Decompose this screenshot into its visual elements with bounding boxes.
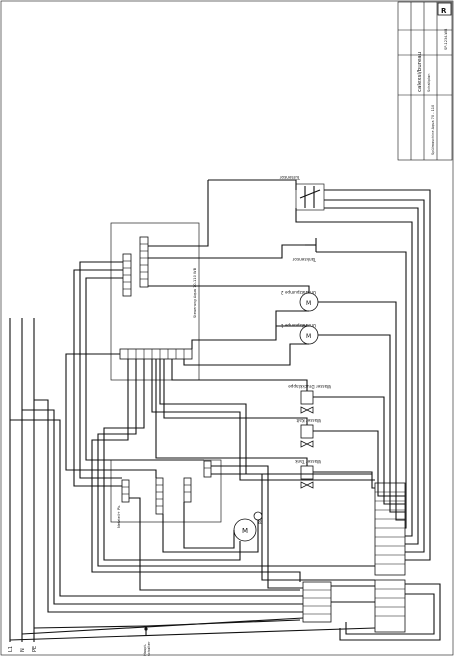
main-switch-label: Haupt- bbox=[143, 643, 147, 656]
title-subtitle: Schaltplan bbox=[427, 74, 431, 92]
terminal-strip-bottom bbox=[302, 581, 332, 623]
control-module-frame bbox=[110, 222, 200, 381]
valve-pressure: Wasser Druckklappe bbox=[288, 384, 331, 414]
logo-mark bbox=[437, 2, 452, 16]
terminal-block-x2 bbox=[122, 253, 132, 297]
door-sensor-label: Türsensor bbox=[279, 175, 301, 180]
label-n: N bbox=[20, 648, 26, 652]
valve-pressure-label: Wasser Druckklappe bbox=[288, 384, 331, 389]
tank-sensor: Tanksensor bbox=[292, 238, 317, 262]
circulation-pump-2: M Umwälzpumpe 2 bbox=[281, 290, 319, 312]
main-switch: Haupt- schalter bbox=[143, 626, 151, 656]
title-number: SP-1234-WB bbox=[444, 28, 448, 50]
pump2-label: Umwälzpumpe 2 bbox=[281, 290, 316, 295]
control-module-label: Steuerung Aqua 70-110 WB bbox=[193, 267, 197, 318]
heater-pump-motor: M PE bbox=[233, 511, 263, 542]
label-pe: PE bbox=[32, 646, 38, 652]
valve-cold: Wasser Kalt bbox=[296, 418, 321, 448]
door-sensor: Türsensor bbox=[279, 175, 325, 211]
svg-text:M: M bbox=[306, 300, 311, 307]
svg-text:schalter: schalter bbox=[147, 641, 151, 656]
svg-text:M: M bbox=[306, 333, 311, 340]
svg-text:M: M bbox=[242, 527, 248, 535]
label-l1: L1 bbox=[8, 646, 14, 652]
title-drawing: Spülmaschine Aqua 70 - 110 bbox=[431, 105, 435, 155]
title-block: calexsi/bureau Schaltplan Spülmaschine A… bbox=[397, 1, 453, 161]
terminal-block-x1 bbox=[139, 236, 149, 288]
supply-rails bbox=[9, 318, 35, 642]
terminal-block-x3 bbox=[119, 348, 193, 360]
valve-cold-label: Wasser Kalt bbox=[296, 418, 321, 423]
tank-sensor-label: Tanksensor bbox=[292, 257, 317, 262]
title-rev: R bbox=[441, 7, 447, 15]
wiring bbox=[9, 179, 441, 641]
valve-tank-label: Wasser Tank bbox=[294, 459, 321, 464]
svg-text:PE: PE bbox=[258, 519, 263, 524]
title-company: calexsi/bureau bbox=[417, 52, 423, 92]
power-module-label: Netzteil+ Pk. bbox=[117, 505, 121, 528]
power-terminals bbox=[121, 460, 212, 515]
valve-tank: Wasser Tank bbox=[294, 459, 321, 489]
